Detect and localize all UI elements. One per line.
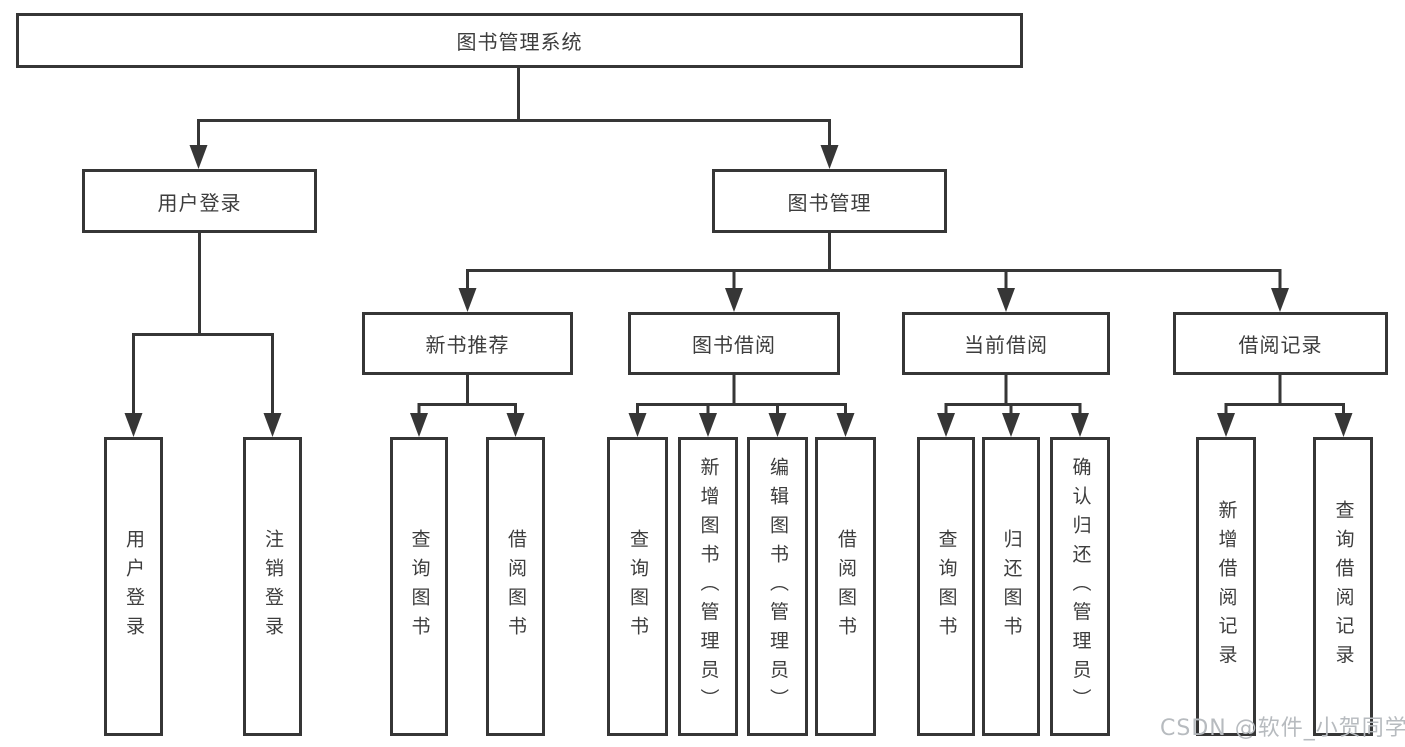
leaf-query-books-current: 查询图书	[917, 437, 975, 736]
leaf-query-borrow-record: 查询借阅记录	[1313, 437, 1373, 736]
node-book-management: 图书管理	[712, 169, 947, 233]
leaf-logout: 注销登录	[243, 437, 302, 736]
leaf-add-books-admin-label: 新增图书（管理员）	[697, 456, 720, 717]
node-book-management-label: 图书管理	[787, 190, 872, 215]
node-new-book-recommend: 新书推荐	[362, 312, 573, 375]
leaf-edit-books-admin-label: 编辑图书（管理员）	[767, 456, 789, 717]
node-borrow-records: 借阅记录	[1173, 312, 1388, 375]
leaf-query-books-recommend: 查询图书	[390, 437, 448, 736]
leaf-borrow-books-label: 借阅图书	[835, 528, 857, 645]
leaf-borrow-books-recommend: 借阅图书	[486, 437, 545, 736]
leaf-confirm-return-admin-label: 确认归还（管理员）	[1069, 456, 1092, 717]
leaf-query-books-recommend-label: 查询图书	[408, 528, 431, 645]
node-current-borrow: 当前借阅	[902, 312, 1110, 375]
leaf-query-books-borrow-label: 查询图书	[627, 528, 649, 645]
leaf-query-borrow-record-label: 查询借阅记录	[1332, 499, 1355, 674]
leaf-logout-label: 注销登录	[262, 528, 284, 645]
leaf-user-login-label: 用户登录	[123, 528, 145, 645]
leaf-query-books-borrow: 查询图书	[607, 437, 668, 736]
leaf-borrow-books: 借阅图书	[815, 437, 876, 736]
leaf-return-books-label: 归还图书	[1000, 528, 1023, 645]
leaf-add-borrow-record: 新增借阅记录	[1196, 437, 1256, 736]
node-root: 图书管理系统	[16, 13, 1023, 68]
leaf-query-books-current-label: 查询图书	[935, 528, 958, 645]
leaf-add-borrow-record-label: 新增借阅记录	[1215, 499, 1238, 674]
leaf-confirm-return-admin: 确认归还（管理员）	[1050, 437, 1110, 736]
node-book-borrow-label: 图书借阅	[692, 333, 776, 357]
node-root-label: 图书管理系统	[456, 30, 583, 54]
node-current-borrow-label: 当前借阅	[964, 333, 1048, 357]
node-borrow-records-label: 借阅记录	[1238, 333, 1323, 357]
node-new-book-recommend-label: 新书推荐	[425, 333, 510, 357]
leaf-add-books-admin: 新增图书（管理员）	[678, 437, 738, 736]
csdn-watermark: CSDN @软件_小贺同学	[1160, 716, 1405, 741]
node-user-login: 用户登录	[82, 169, 317, 233]
leaf-user-login: 用户登录	[104, 437, 163, 736]
node-book-borrow: 图书借阅	[628, 312, 840, 375]
leaf-edit-books-admin: 编辑图书（管理员）	[747, 437, 808, 736]
node-user-login-label: 用户登录	[157, 190, 242, 215]
leaf-borrow-books-recommend-label: 借阅图书	[505, 528, 527, 645]
leaf-return-books: 归还图书	[982, 437, 1040, 736]
